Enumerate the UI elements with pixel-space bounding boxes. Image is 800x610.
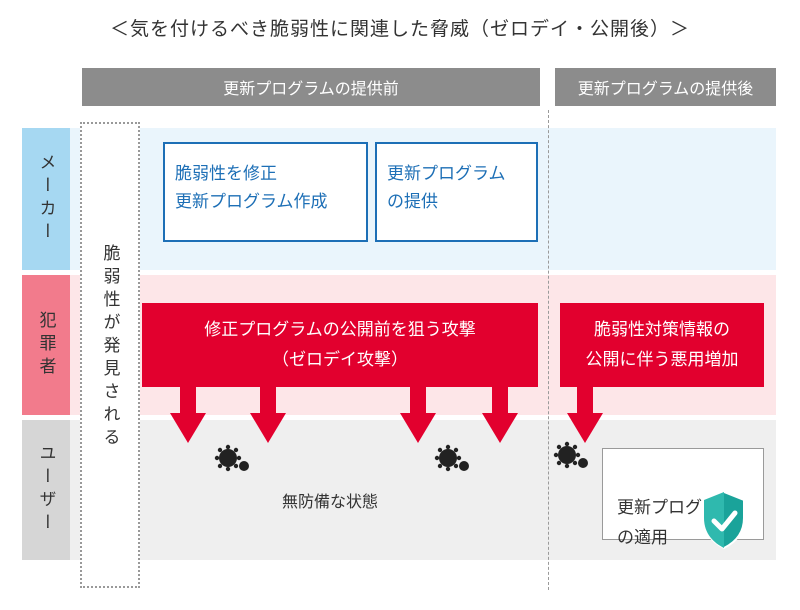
row-label-user-text: ユーザー	[35, 444, 56, 536]
virus-icon-3	[553, 441, 588, 469]
phase-before-bar: 更新プログラムの提供前	[82, 68, 540, 106]
row-label-criminal: 犯罪者	[22, 275, 70, 415]
phase-after-bar: 更新プログラムの提供後	[555, 68, 776, 106]
phase-divider	[548, 110, 549, 590]
attack-arrow-1	[170, 387, 206, 443]
defenseless-state-label: 無防備な状態	[282, 492, 379, 511]
attack-arrow-2	[250, 387, 286, 443]
row-label-maker-text: メーカー	[35, 153, 56, 245]
vulnerability-discovered-label: 脆弱性が発見される	[99, 244, 120, 451]
attack-arrow-4	[482, 387, 518, 443]
phase-before-label: 更新プログラムの提供前	[223, 79, 399, 98]
row-label-user: ユーザー	[22, 420, 70, 560]
row-label-criminal-text: 犯罪者	[35, 310, 56, 380]
virus-icon-1	[214, 444, 249, 472]
shield-check-icon	[703, 490, 745, 550]
zero-day-attack-box: 修正プログラムの公開前を狙う攻撃 （ゼロデイ攻撃）	[142, 303, 538, 387]
diagram-title: ＜気を付けるべき脆弱性に関連した脅威（ゼロデイ・公開後）＞	[109, 18, 690, 40]
row-label-maker: メーカー	[22, 128, 70, 270]
attack-arrow-3	[400, 387, 436, 443]
post-disclosure-attack-box: 脆弱性対策情報の 公開に伴う悪用増加	[560, 303, 764, 387]
vulnerability-discovered-column: 脆弱性が発見される	[80, 122, 140, 588]
phase-after-label: 更新プログラムの提供後	[577, 79, 754, 98]
fix-vulnerability-box: 脆弱性を修正 更新プログラム作成	[163, 142, 368, 242]
provide-update-box: 更新プログラム の提供	[375, 142, 538, 242]
virus-icon-2	[434, 444, 469, 472]
attack-arrow-5	[567, 387, 603, 443]
